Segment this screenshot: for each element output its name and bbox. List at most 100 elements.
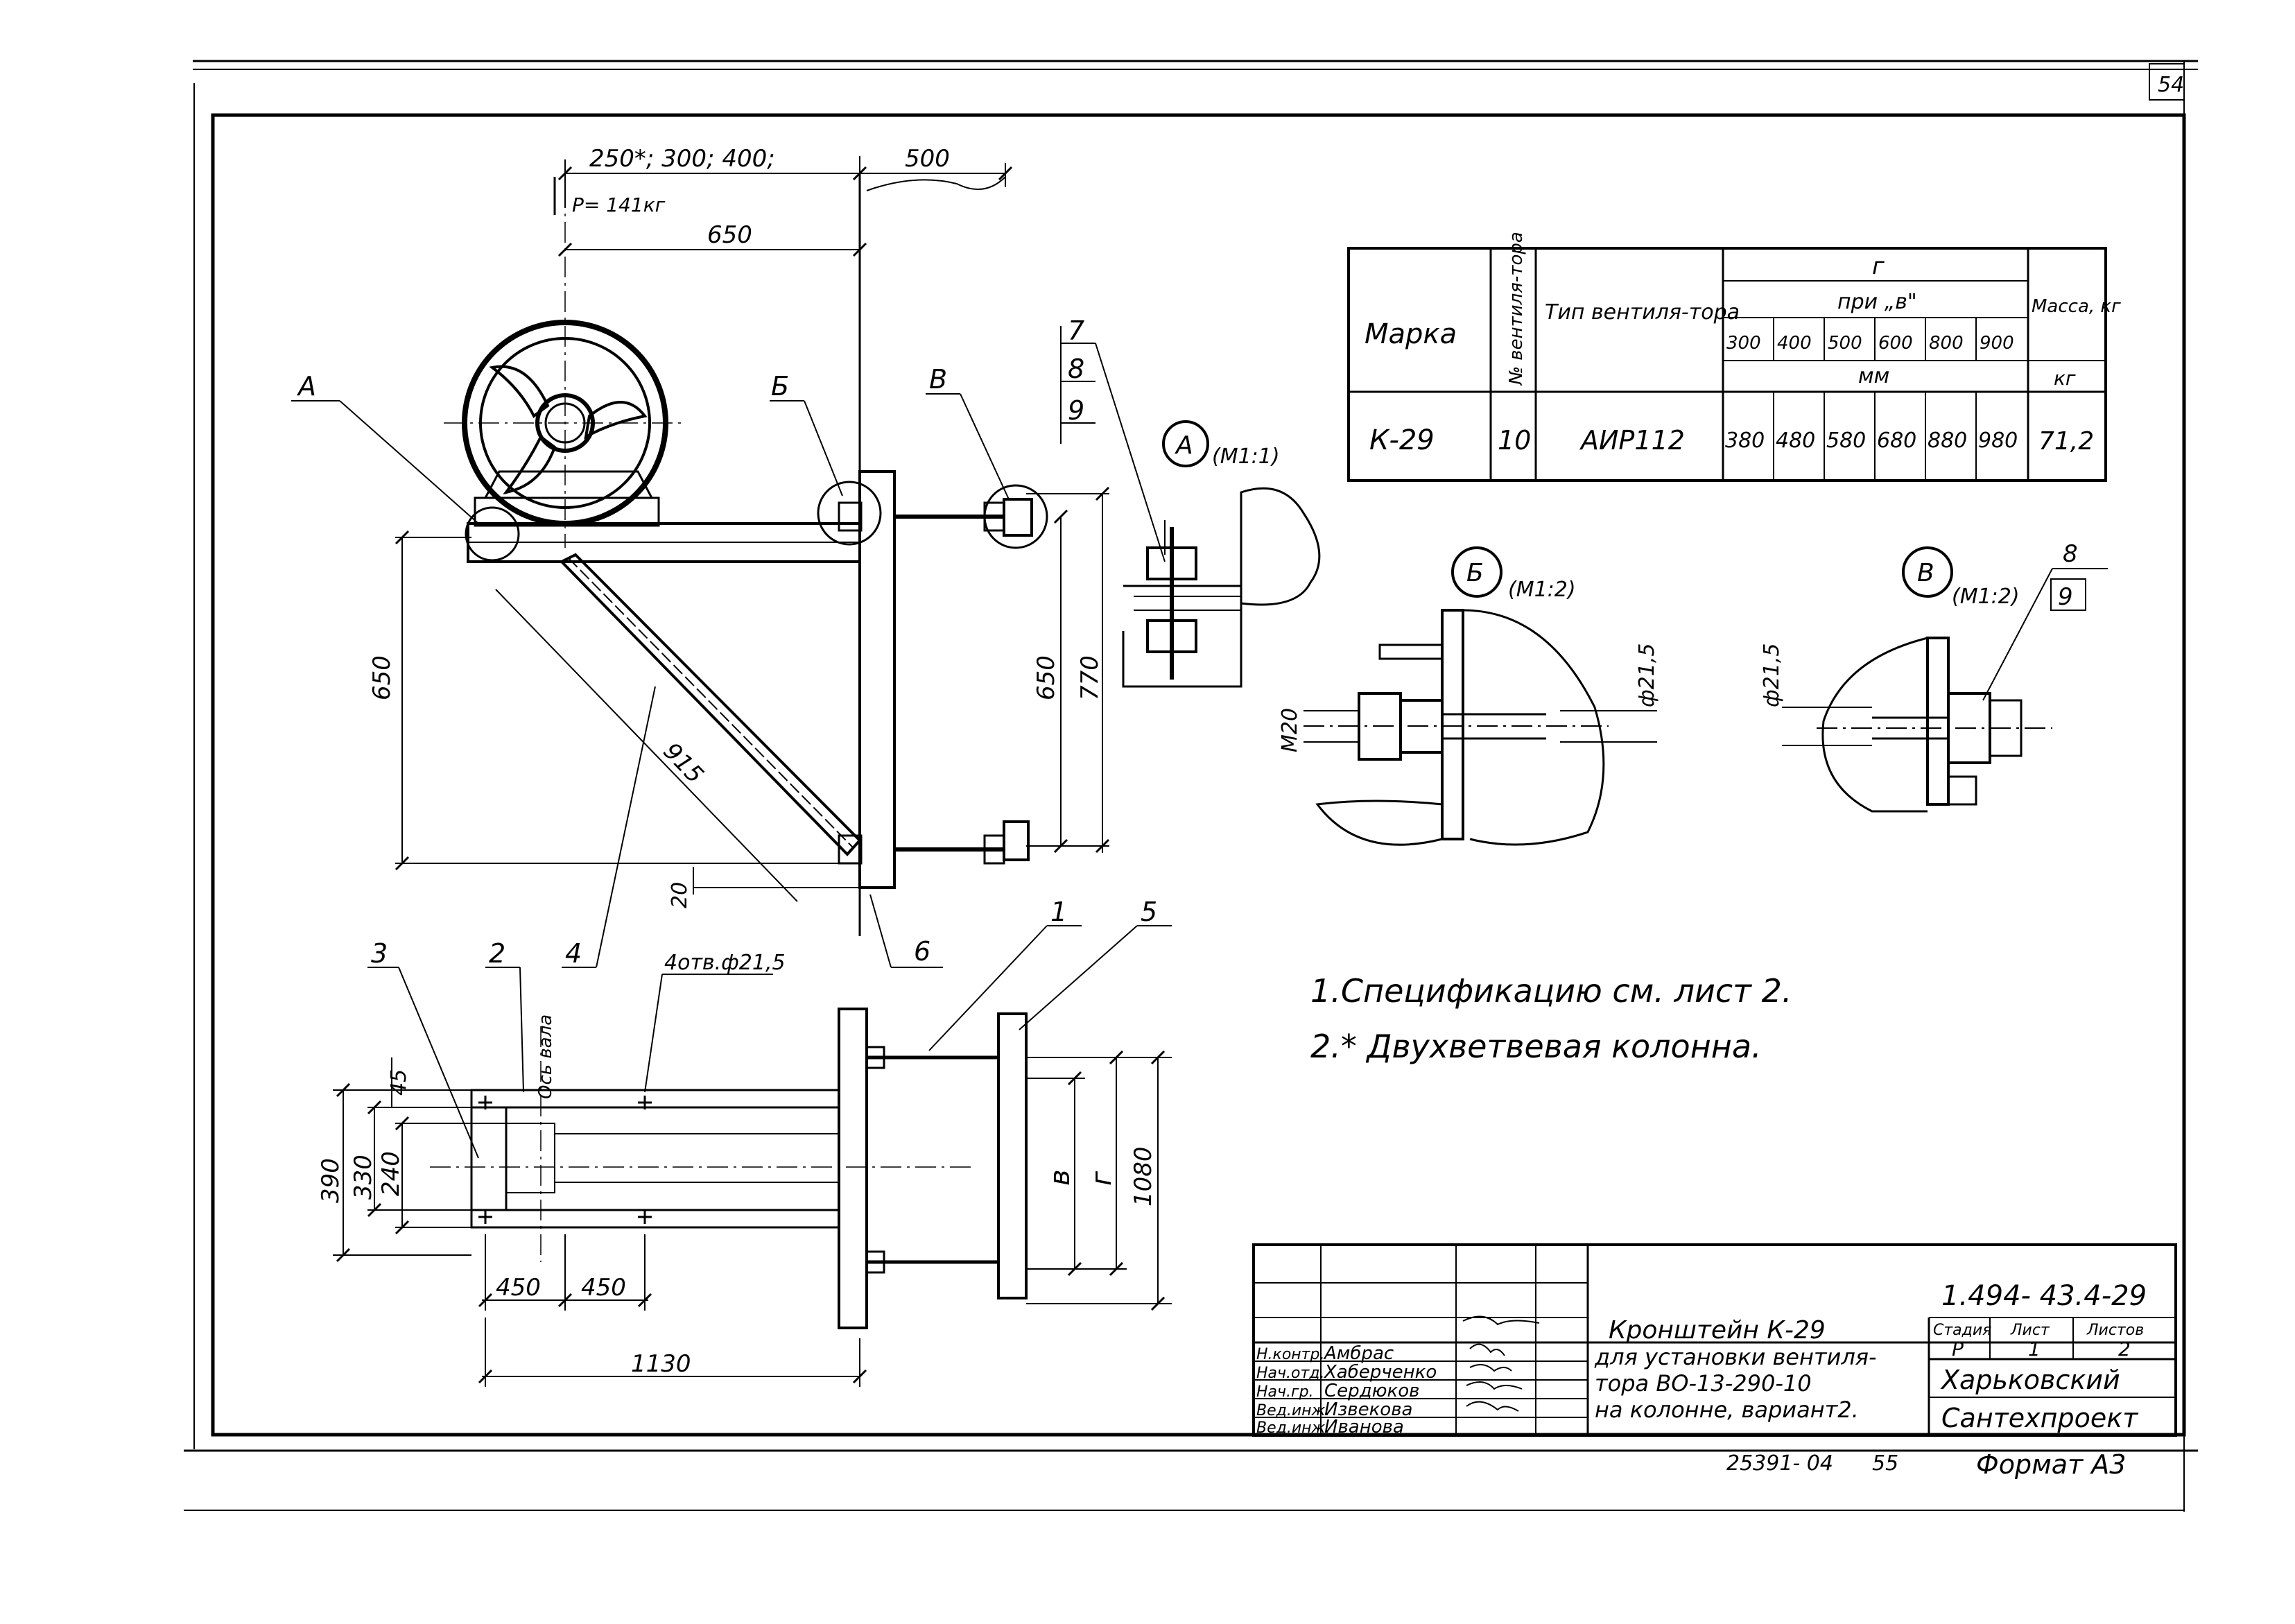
footer-format: Формат А3	[1976, 1449, 2126, 1480]
name-3: Сердюков	[1324, 1381, 1419, 1401]
table-header-mass: Масса, кг	[2032, 296, 2121, 317]
table-cell-fan-no: 10	[1498, 425, 1531, 456]
plan-dim-g: г	[1086, 1171, 1118, 1186]
detail-circle-b	[817, 481, 882, 546]
value-stage: Р	[1952, 1338, 1964, 1360]
callout-a: А	[296, 371, 316, 401]
note-2: 2.* Двухветвевая колонна.	[1310, 1028, 1762, 1065]
detail-v-view	[1782, 546, 2108, 813]
plan-callout-5: 5	[1141, 897, 1157, 927]
table-g-480: 480	[1776, 429, 1815, 453]
spec-table	[1347, 247, 2107, 482]
note-1: 1.Спецификацию см. лист 2.	[1310, 972, 1792, 1010]
callout-v: В	[929, 364, 947, 395]
spec-table-text: Марка № вентиля-тора Тип вентиля-тора г …	[1365, 232, 2121, 456]
callout-b: Б	[771, 371, 789, 401]
plan-dim-240: 240	[377, 1151, 405, 1196]
table-g-880: 880	[1928, 429, 1967, 453]
plan-dim-450-b: 450	[581, 1274, 626, 1302]
detail-a-scale: (М1:1)	[1212, 444, 1280, 469]
table-header-kg: кг	[2054, 367, 2076, 390]
callout-6: 6	[914, 936, 930, 967]
name-4: Извекова	[1324, 1399, 1412, 1420]
title-line-4: на колонне, вариант2.	[1595, 1397, 1859, 1423]
table-header-g: г	[1872, 252, 1885, 280]
table-cell-mass: 71,2	[2038, 427, 2094, 456]
plan-dim-ticks	[336, 1050, 1166, 1384]
table-g-380: 380	[1725, 429, 1765, 453]
detail-v-ref-8: 8	[2063, 540, 2078, 568]
page-number: 54	[2158, 73, 2184, 97]
dim-brace-length: 915	[658, 737, 709, 788]
role-3: Нач.гр.	[1256, 1383, 1314, 1401]
dim-height-left: 650	[368, 655, 396, 700]
detail-circle-v	[983, 484, 1048, 549]
callout-8: 8	[1068, 354, 1084, 384]
title-line-3: тора ВО-13-290-10	[1595, 1370, 1812, 1397]
detail-b-hole: ф21,5	[1635, 643, 1659, 707]
table-v-500: 500	[1828, 333, 1862, 354]
header-sheets: Листов	[2086, 1322, 2144, 1339]
signatures	[1462, 1315, 1540, 1412]
plan-dimensions	[333, 1057, 1172, 1387]
shaft-axis-label: Ось вала	[535, 1014, 556, 1099]
table-header-fan-type: Тип вентиля-тора	[1545, 300, 1740, 325]
dim-offset-650: 650	[707, 221, 752, 249]
detail-b-label: Б	[1466, 559, 1484, 587]
table-header-mark: Марка	[1365, 318, 1457, 350]
table-v-300: 300	[1726, 333, 1761, 354]
detail-a-view	[1122, 420, 1321, 688]
title-line-1: Кронштейн К-29	[1609, 1316, 1826, 1345]
header-sheet: Лист	[2010, 1322, 2050, 1339]
plan-dim-450-a: 450	[496, 1274, 541, 1302]
plan-callout-holes: 4отв.ф21,5	[664, 951, 786, 975]
detail-v-label: В	[1917, 559, 1934, 587]
plan-dim-390: 390	[317, 1158, 345, 1203]
table-header-mm: мм	[1858, 364, 1889, 388]
detail-v-scale: (М1:2)	[1952, 585, 2020, 609]
plan-dim-1080: 1080	[1129, 1146, 1157, 1207]
role-1: Н.контр.	[1256, 1346, 1324, 1363]
plan-dim-1130: 1130	[631, 1350, 691, 1378]
detail-v-hole: ф21,5	[1760, 643, 1784, 707]
plan-callout-leaders	[367, 686, 1172, 1159]
dim-column-width: 500	[905, 145, 950, 173]
doc-code: 1.494- 43.4-29	[1941, 1280, 2147, 1312]
table-v-600: 600	[1878, 333, 1913, 354]
plan-dim-45: 45	[387, 1069, 411, 1096]
table-cell-fan-type: АИР112	[1579, 425, 1685, 456]
detail-v-ref-9: 9	[2058, 583, 2073, 611]
name-2: Хаберченко	[1323, 1362, 1437, 1383]
plan-callout-2: 2	[489, 938, 505, 969]
detail-b-thread: М20	[1278, 708, 1302, 752]
dim-widths: 250*; 300; 400;	[589, 145, 775, 173]
dim-height-right-outer: 770	[1076, 655, 1104, 700]
table-g-580: 580	[1826, 429, 1866, 453]
elevation-dim-ticks	[395, 166, 1110, 871]
header-stage: Стадия	[1933, 1322, 1991, 1339]
table-g-980: 980	[1978, 429, 2018, 453]
org-line-1: Харьковский	[1940, 1365, 2120, 1395]
plan-view	[430, 1008, 1028, 1329]
dim-height-right-inner: 650	[1032, 655, 1060, 700]
table-g-680: 680	[1877, 429, 1916, 453]
role-2: Нач.отд.	[1256, 1365, 1325, 1382]
role-4: Вед.инж.	[1256, 1402, 1330, 1419]
elevation-view	[444, 173, 1048, 936]
plan-dim-v: в	[1044, 1169, 1076, 1186]
plan-dim-330: 330	[349, 1155, 377, 1200]
table-header-fan-no: № вентиля-тора	[1506, 232, 1527, 386]
detail-b-view	[1304, 546, 1657, 846]
detail-circle-a	[465, 506, 520, 562]
org-line-2: Сантехпроект	[1941, 1403, 2139, 1433]
table-v-800: 800	[1929, 333, 1964, 354]
sheet-frame	[184, 60, 2198, 1512]
name-1: Амбрас	[1323, 1343, 1394, 1364]
value-sheet: 1	[2028, 1338, 2041, 1360]
table-cell-mark: К-29	[1369, 424, 1435, 456]
plan-callout-3: 3	[371, 938, 388, 969]
title-block	[1252, 1243, 2177, 1437]
title-block-text: 1.494- 43.4-29 Н.контр. Нач.отд. Нач.гр.…	[1256, 1280, 2147, 1437]
